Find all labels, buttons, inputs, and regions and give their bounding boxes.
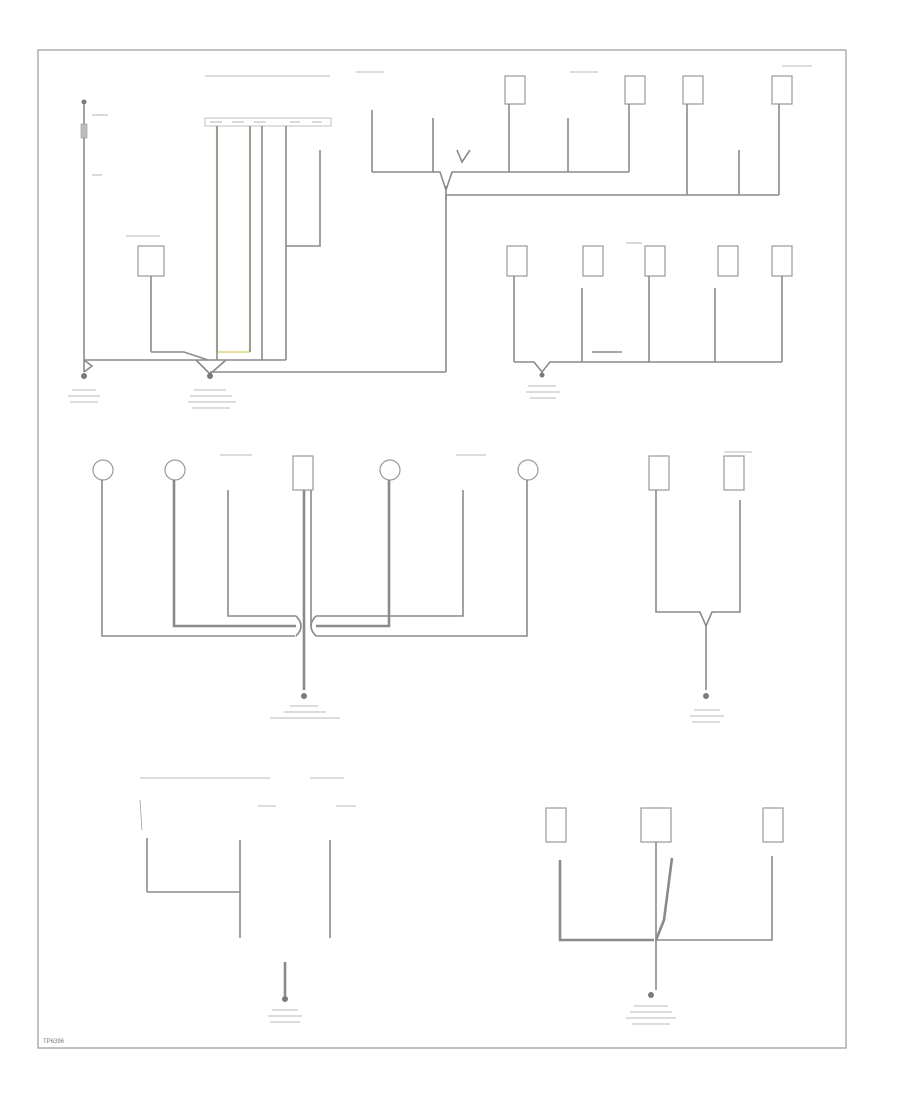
section-bottom-left	[139, 777, 356, 1023]
component-2	[624, 75, 646, 105]
component-5	[506, 245, 528, 277]
ground-g300	[703, 693, 709, 699]
lamp-4	[517, 459, 539, 481]
instrument-cluster-connector	[204, 117, 332, 127]
ground-g100	[301, 693, 307, 699]
component-6	[582, 245, 604, 277]
section-bottom-right	[545, 807, 784, 1025]
ground-g401	[648, 992, 654, 998]
battery-terminal	[81, 99, 87, 105]
section-right-middle	[648, 451, 752, 723]
diagram-id-label: TP6396	[43, 1039, 65, 1045]
brake-warning-switch	[137, 245, 165, 277]
fusible-link	[80, 123, 88, 139]
component-10	[292, 455, 314, 491]
diagram-frame	[37, 49, 847, 1049]
component-15	[762, 807, 784, 843]
component-14	[640, 807, 672, 843]
section-top-right-components	[356, 65, 812, 200]
lamp-3	[379, 459, 401, 481]
section-lamps	[92, 454, 539, 719]
lamp-2	[164, 459, 186, 481]
ground-g400	[282, 996, 288, 1002]
lamp-1	[92, 459, 114, 481]
ground-g200	[81, 373, 87, 379]
component-13	[545, 807, 567, 843]
component-1	[504, 75, 526, 105]
component-4	[771, 75, 793, 105]
component-7	[644, 245, 666, 277]
component-9	[771, 245, 793, 277]
section-instrument-cluster	[68, 75, 447, 409]
section-middle-right	[506, 242, 793, 399]
ground-g201	[207, 373, 213, 379]
component-11	[648, 455, 670, 491]
component-8	[717, 245, 739, 277]
component-12	[723, 455, 745, 491]
component-3	[682, 75, 704, 105]
